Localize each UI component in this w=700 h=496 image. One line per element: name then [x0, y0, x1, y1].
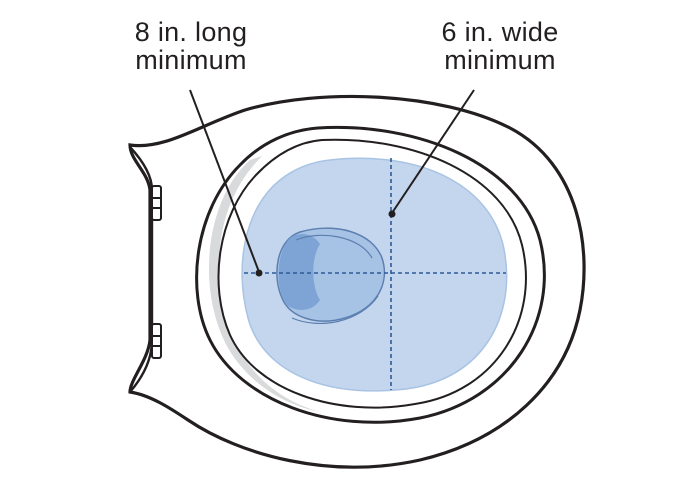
length-callout-line2: minimum [135, 45, 247, 75]
drain-lip [295, 234, 373, 259]
length-leader-line [189, 89, 260, 273]
drain-throat [278, 234, 320, 310]
seat-hinge [129, 146, 154, 393]
length-callout: 8 in. long minimum [106, 18, 276, 74]
drain-lip-lower [291, 295, 379, 324]
width-leader-dot [388, 210, 396, 218]
length-leader-dot [255, 269, 263, 277]
width-leader-line [391, 89, 475, 214]
width-callout-line1: 6 in. wide [441, 17, 559, 47]
hinge-bolts [151, 185, 162, 359]
length-callout-line1: 8 in. long [134, 17, 248, 47]
width-callout-line2: minimum [444, 45, 556, 75]
width-callout: 6 in. wide minimum [412, 18, 588, 74]
